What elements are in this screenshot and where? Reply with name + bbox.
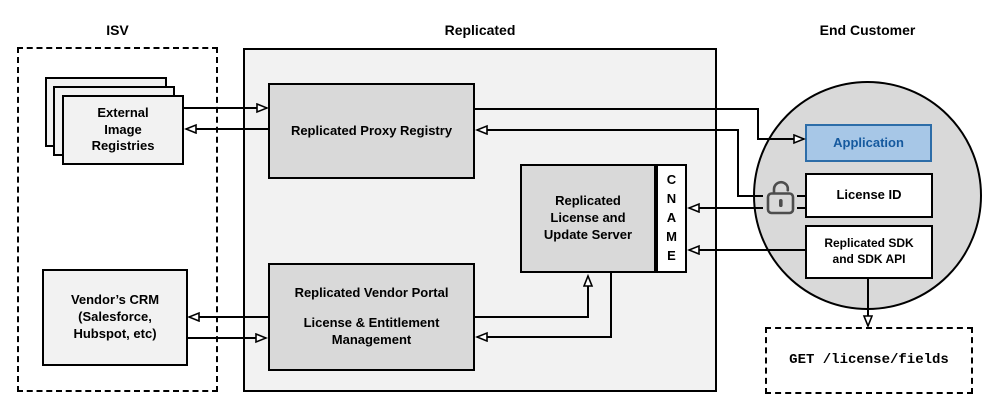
license-update-server-label: Replicated License and Update Server (543, 193, 633, 242)
get-license-fields-node: GET /license/fields (765, 327, 973, 394)
application-label: Application (833, 134, 904, 150)
proxy-registry-label: Replicated Proxy Registry (290, 122, 453, 138)
external-image-registries-label: External Image Registries (91, 104, 155, 154)
end-customer-section-title: End Customer (819, 22, 916, 38)
vendors-crm-node: Vendor’s CRM (Salesforce, Hubspot, etc) (42, 269, 188, 366)
proxy-registry-node: Replicated Proxy Registry (268, 83, 475, 179)
license-update-server-node: Replicated License and Update Server (520, 164, 656, 273)
cname-label: C N A M E (666, 172, 677, 263)
isv-section-boundary (17, 47, 218, 392)
license-id-label: License ID (836, 187, 902, 203)
cname-node: C N A M E (656, 164, 687, 273)
get-license-fields-label: GET /license/fields (789, 352, 949, 369)
application-node: Application (805, 124, 932, 162)
isv-section-title: ISV (106, 22, 129, 38)
license-id-node: License ID (805, 173, 933, 218)
vendor-portal-node: Replicated Vendor Portal License & Entit… (268, 263, 475, 371)
vendor-portal-subtitle: License & Entitlement Management (303, 315, 440, 347)
replicated-sdk-label: Replicated SDK and SDK API (824, 236, 914, 266)
replicated-sdk-node: Replicated SDK and SDK API (805, 225, 933, 279)
external-image-registries-node: External Image Registries (62, 95, 184, 165)
vendors-crm-label: Vendor’s CRM (Salesforce, Hubspot, etc) (70, 292, 160, 341)
vendor-portal-title: Replicated Vendor Portal (294, 285, 449, 301)
replicated-section-title: Replicated (444, 22, 516, 38)
